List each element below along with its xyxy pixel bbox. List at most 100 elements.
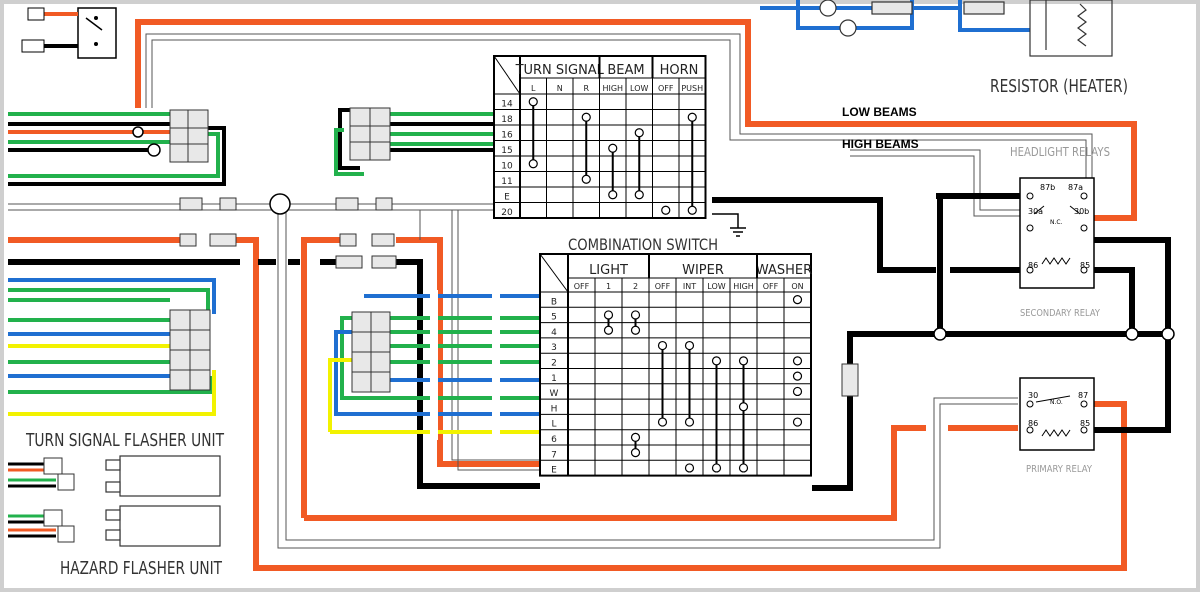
primary-relay-label: PRIMARY RELAY [1026, 464, 1093, 475]
combo-table-contact [684, 417, 695, 427]
pin-85-primary: 85 [1080, 419, 1090, 428]
resistor-label: RESISTOR (HEATER) [990, 76, 1128, 97]
pin-87a: 87a [1068, 183, 1083, 192]
turn-table-col-5: OFF [658, 84, 674, 93]
ground-symbol [730, 227, 746, 237]
connector-center-mid [351, 311, 391, 393]
combo-table-contact [738, 402, 749, 412]
turn-table-col-2: R [583, 84, 589, 93]
turn-table-col-0: L [531, 84, 536, 93]
red-wires [8, 19, 1137, 571]
junction-nodes [132, 126, 1175, 341]
headlight-relays-label: HEADLIGHT RELAYS [1010, 145, 1110, 159]
turn-table-contact [608, 190, 618, 200]
combo-table-contact [711, 463, 722, 473]
turn-table-contact [581, 174, 591, 184]
combo-table-contact [711, 356, 722, 366]
combo-table-group-1: WIPER [682, 263, 724, 278]
nc-label: N.C. [1050, 219, 1063, 226]
combo-table-col-1: 1 [606, 282, 611, 291]
low-beams-label: LOW BEAMS [842, 105, 917, 119]
combo-table-row-1: 5 [551, 313, 557, 323]
combo-table-contact [630, 325, 641, 335]
pin-87: 87 [1078, 391, 1088, 400]
connector-left-mid [169, 309, 211, 391]
turn-table-group-2: HORN [660, 63, 699, 78]
turn-table-contact [687, 112, 697, 122]
pin-85-secondary: 85 [1080, 261, 1090, 270]
turn-table-corner-diagonal [493, 55, 521, 95]
turn-table-row-6: E [504, 193, 510, 203]
combo-table-col-0: OFF [574, 282, 590, 291]
combo-table-row-4: 2 [551, 359, 557, 369]
relay-pin-labels: 87b 87a 30a 30b N.C. 86 85 30 87 N.O. 86… [1028, 183, 1090, 428]
primary-relay [1019, 377, 1095, 451]
combo-table-row-5: 1 [551, 374, 557, 384]
combo-table-row-3: 3 [551, 343, 557, 353]
turn-table-contact [581, 112, 591, 122]
combo-table-corner-diagonal [539, 253, 569, 293]
combo-table-col-6: HIGH [733, 282, 754, 291]
high-beams-label: HIGH BEAMS [842, 137, 919, 151]
pin-30a: 30a [1028, 207, 1043, 216]
turn-table-col-6: PUSH [681, 84, 703, 93]
combo-table-col-5: LOW [707, 282, 725, 291]
turn-table-group-0: TURN SIGNAL [515, 63, 605, 78]
turn-table-contact [634, 190, 644, 200]
turn-table-contact [634, 128, 644, 138]
flasher-wires [8, 462, 56, 538]
combo-table-row-0: B [551, 297, 557, 307]
harness-breaks [430, 290, 500, 440]
combo-table-contact [738, 463, 749, 473]
combo-table-row-2: 4 [551, 328, 557, 338]
combo-table-contact [630, 432, 641, 442]
combo-table-contact [792, 295, 803, 305]
combo-table-contact [792, 417, 803, 427]
turn-table-row-5: 11 [501, 177, 512, 187]
combo-table-group-2: WASHER [756, 263, 812, 278]
turn-table-contact [687, 205, 697, 215]
combo-table-row-8: L [551, 420, 556, 430]
turn-table-row-2: 16 [501, 131, 513, 141]
combo-table-row-7: H [551, 404, 558, 414]
pin-30: 30 [1028, 391, 1038, 400]
bullet-connectors [179, 197, 859, 397]
combo-table-contact [603, 325, 614, 335]
left-top-harness [8, 112, 226, 186]
flasher-connectors [43, 457, 75, 543]
combo-table-row-9: 6 [551, 435, 557, 445]
combination-switch-label: COMBINATION SWITCH [568, 235, 718, 254]
lamp-symbols [819, 0, 1005, 37]
turn-table-contact [528, 159, 538, 169]
combo-table-contact [684, 340, 695, 351]
combo-table-contact [792, 386, 803, 397]
secondary-relay-label: SECONDARY RELAY [1020, 308, 1101, 319]
combo-table-group-0: LIGHT [589, 263, 628, 278]
turn-table-group-1: BEAM [607, 63, 644, 78]
combo-table-col-2: 2 [633, 282, 638, 291]
connector-left-top [169, 109, 209, 163]
turn-table-contact [528, 97, 538, 107]
turn-table-contact [608, 143, 618, 153]
top-left-switch [21, 7, 117, 59]
pin-30b: 30b [1074, 207, 1089, 216]
turn-table-col-1: N [557, 84, 563, 93]
turn-table-row-0: 14 [501, 100, 513, 110]
combo-table-col-7: OFF [763, 282, 779, 291]
black-wires [8, 193, 1171, 491]
pin-86-primary: 86 [1028, 419, 1038, 428]
combo-table-contact [792, 356, 803, 366]
combo-table-contact [684, 463, 695, 473]
combo-table-col-4: INT [683, 282, 696, 291]
turn-table-col-3: HIGH [602, 84, 623, 93]
flasher-units [105, 455, 221, 547]
combo-table-contact [657, 340, 668, 351]
combo-table-row-10: 7 [551, 450, 557, 460]
combo-table-contact [630, 448, 641, 458]
combo-table-row-11: E [551, 466, 557, 476]
pin-86-secondary: 86 [1028, 261, 1038, 270]
turn-signal-flasher-label: TURN SIGNAL FLASHER UNIT [25, 430, 225, 451]
center-top-harness [334, 108, 494, 176]
